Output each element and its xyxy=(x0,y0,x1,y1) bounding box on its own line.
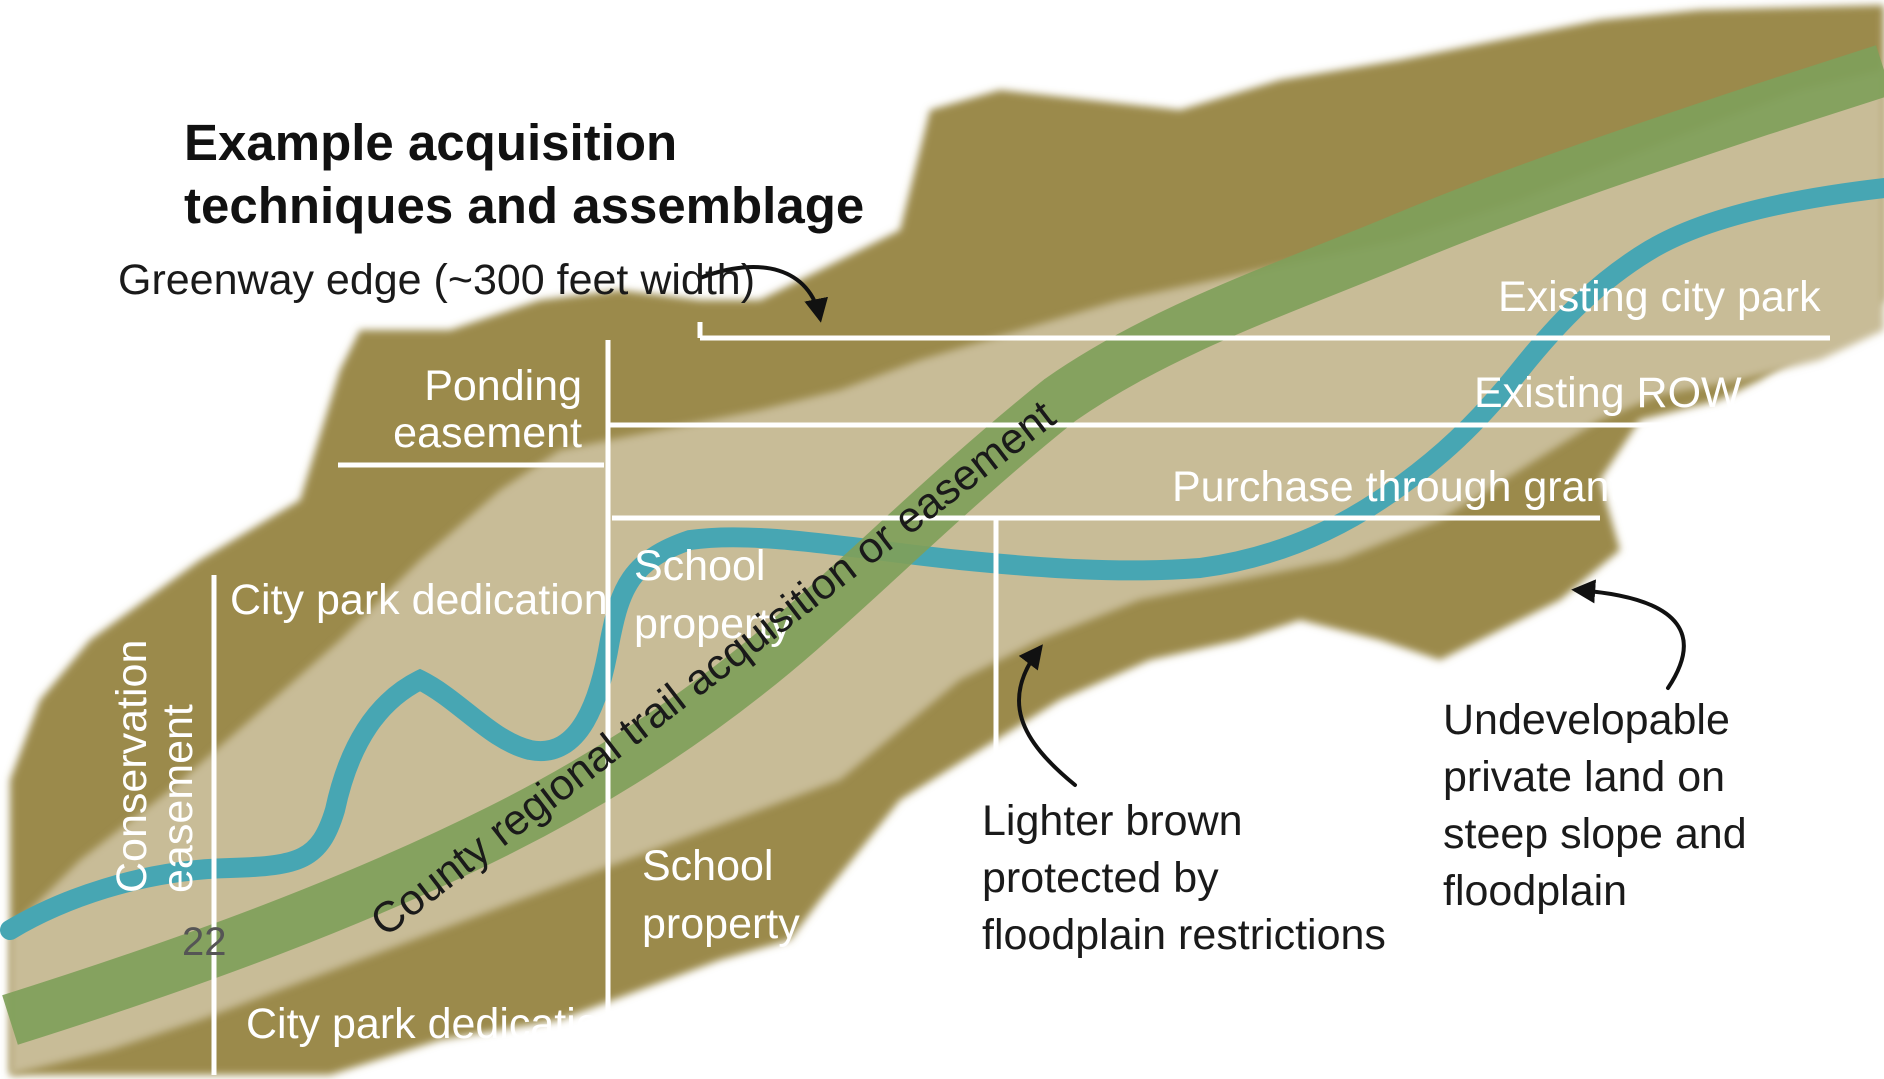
undevelopable-label-1: Undevelopable xyxy=(1443,696,1730,744)
undevelopable-label-4: floodplain xyxy=(1443,867,1627,915)
city-park-dedication-bottom-label: City park dedication xyxy=(246,1000,624,1048)
purchase-through-grant-label: Purchase through grant xyxy=(1172,463,1621,511)
undevelopable-label-3: steep slope and xyxy=(1443,810,1747,858)
page-number: 22 xyxy=(182,920,227,964)
svg-text:easement: easement xyxy=(154,704,202,893)
lighter-brown-label-3: floodplain restrictions xyxy=(982,911,1386,959)
existing-city-park-label: Existing city park xyxy=(1498,273,1821,321)
school-property-lower-label-1: School xyxy=(642,842,773,890)
undevelopable-label-2: private land on xyxy=(1443,753,1725,801)
county-trail-band xyxy=(2,45,1884,1045)
ponding-easement-label-2: easement xyxy=(393,409,582,457)
school-property-upper-label-1: School xyxy=(634,542,765,590)
undevelopable-arrow xyxy=(1571,579,1686,690)
river xyxy=(0,178,1884,940)
conservation-easement-label: Conservation easement xyxy=(108,640,202,893)
city-park-dedication-top-label: City park dedication xyxy=(230,576,608,624)
diagram-title-line2: techniques and assemblage xyxy=(184,177,864,234)
existing-row-label: Existing ROW xyxy=(1474,369,1742,417)
lighter-brown-label-2: protected by xyxy=(982,854,1219,902)
ponding-easement-label-1: Ponding xyxy=(424,362,582,410)
lighter-brown-label-1: Lighter brown xyxy=(982,797,1243,845)
school-property-lower-label-2: property xyxy=(642,900,800,948)
svg-text:Conservation: Conservation xyxy=(108,640,156,893)
greenway-edge-arrow xyxy=(698,265,828,323)
diagram-title-line1: Example acquisition xyxy=(184,114,677,171)
greenway-edge-label: Greenway edge (~300 feet width) xyxy=(118,256,755,304)
floodplain-arrow xyxy=(1016,644,1077,787)
school-property-upper-label-2: property xyxy=(634,600,792,648)
